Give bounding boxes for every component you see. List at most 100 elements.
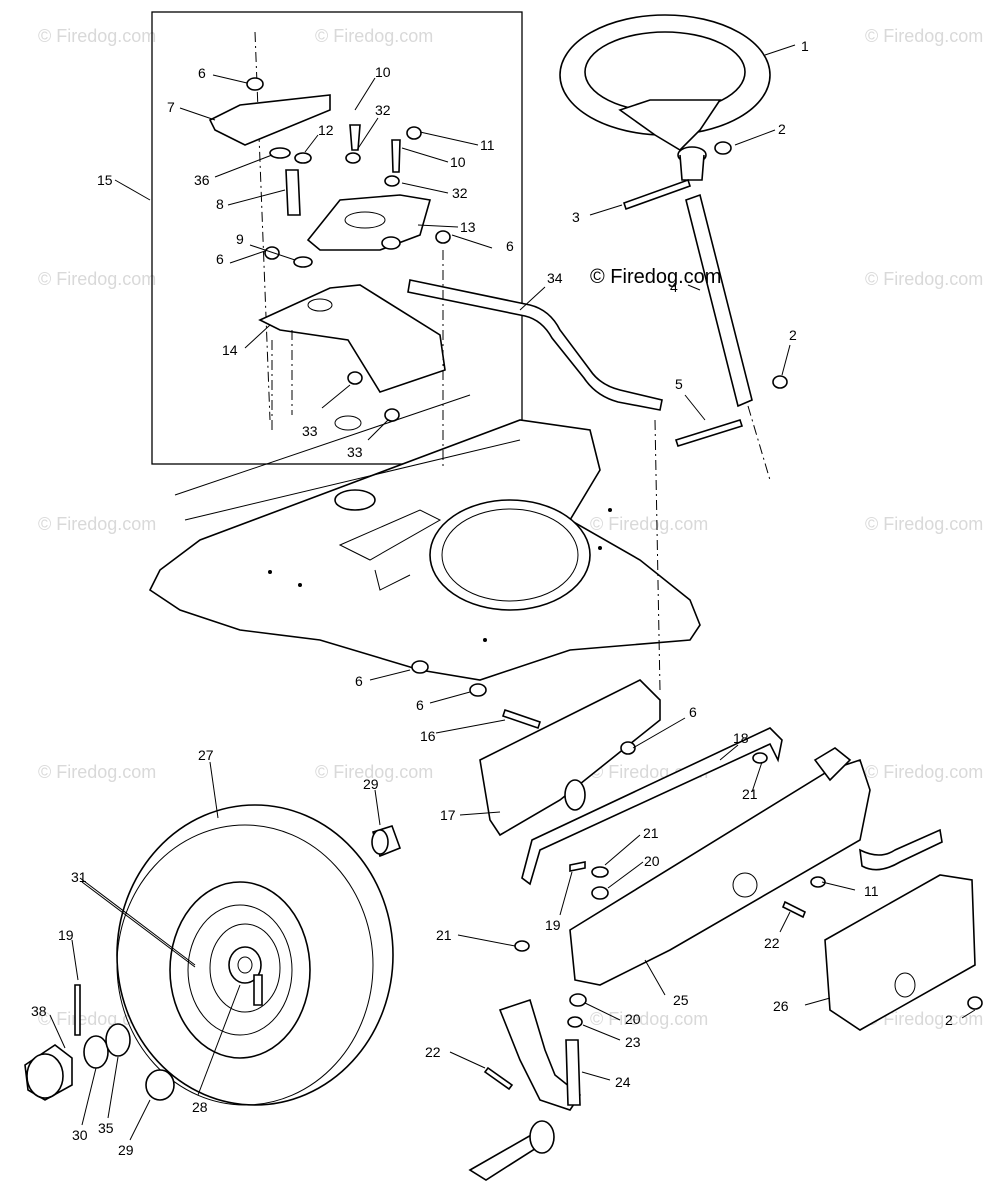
bushing (591, 886, 609, 900)
callout-20: 20 (644, 853, 660, 869)
steering-wheel (559, 14, 771, 181)
callout-38: 38 (31, 1003, 47, 1019)
frame-opening (429, 499, 591, 611)
callout-4: 4 (670, 279, 678, 295)
callout-31: 31 (71, 869, 87, 885)
callout-16: 16 (420, 728, 436, 744)
callout-23: 23 (625, 1034, 641, 1050)
callout-8: 8 (216, 196, 224, 212)
watermark-text: © Firedog.com (590, 514, 708, 534)
bushing (569, 993, 587, 1007)
frame-hole (334, 489, 376, 511)
bushing (269, 147, 291, 159)
nut (435, 230, 451, 244)
callout-6: 6 (355, 673, 363, 689)
callout-36: 36 (194, 172, 210, 188)
callout-22: 22 (425, 1044, 441, 1060)
watermark-text: © Firedog.com (315, 762, 433, 782)
grease-fitting (253, 974, 263, 1006)
bolt (349, 124, 361, 151)
inset-parts (208, 77, 451, 470)
leader-lines (49, 44, 976, 1141)
drag-link-axis-line (654, 419, 661, 691)
callout-2: 2 (789, 327, 797, 343)
washer (752, 752, 768, 764)
callout-5: 5 (675, 376, 683, 392)
watermark-text: © Firedog.com (865, 269, 983, 289)
cotter-pin (569, 861, 586, 872)
callout-14: 14 (222, 342, 238, 358)
wheel-hub (228, 946, 262, 984)
watermark-text: © Firedog.com (590, 1009, 708, 1029)
front-wheel (116, 804, 394, 1106)
washer (293, 256, 313, 268)
sector-axis-line (254, 31, 271, 421)
callout-29: 29 (118, 1142, 134, 1158)
watermark-text: © Firedog.com (38, 762, 156, 782)
wheel-cover (824, 874, 976, 1031)
callout-32: 32 (452, 185, 468, 201)
watermark-text: © Firedog.com (865, 514, 983, 534)
steering-axis-line (747, 405, 771, 481)
callout-11: 11 (480, 137, 495, 153)
cotter-pin (74, 984, 81, 1036)
nut (384, 408, 400, 422)
bushing (145, 1069, 175, 1101)
watermark-text: © Firedog.com (38, 269, 156, 289)
axle-pivot (813, 747, 852, 782)
bolt (622, 178, 692, 211)
cotter-pin (781, 900, 807, 919)
nut (246, 77, 264, 91)
callout-10: 10 (375, 64, 391, 80)
spindle-pin (565, 1039, 581, 1106)
bolt (391, 139, 401, 173)
watermark-text: © Firedog.com (38, 514, 156, 534)
callout-10: 10 (450, 154, 466, 170)
callout-18: 18 (733, 730, 749, 746)
callout-26: 26 (773, 998, 789, 1014)
callout-6: 6 (216, 251, 224, 267)
callout-22: 22 (764, 935, 780, 951)
nut (772, 375, 788, 389)
nut (347, 371, 363, 385)
tie-rod (521, 727, 783, 886)
callout-19: 19 (545, 917, 561, 933)
callout-6: 6 (689, 704, 697, 720)
drag-link (407, 279, 663, 411)
copyright-text: © Firedog.com (590, 266, 721, 288)
washer (345, 152, 361, 164)
callout-21: 21 (742, 786, 758, 802)
callout-20: 20 (625, 1011, 641, 1027)
nut (406, 126, 422, 140)
callout-6: 6 (198, 65, 206, 81)
nut (411, 660, 429, 674)
callout-7: 7 (167, 99, 175, 115)
watermark-text: © Firedog.com (865, 26, 983, 46)
steering-gear-inset-box (151, 11, 523, 465)
steering-sector-gear (306, 194, 432, 251)
watermark-text: © Firedog.com (38, 26, 156, 46)
callout-30: 30 (72, 1127, 88, 1143)
callout-24: 24 (615, 1074, 631, 1090)
nut (469, 683, 487, 697)
callout-1: 1 (801, 38, 809, 54)
washer (294, 152, 312, 164)
pinion-shaft (285, 169, 301, 216)
washer (591, 866, 609, 878)
callout-11: 11 (864, 883, 879, 899)
watermark-text: © Firedog.com (865, 1009, 983, 1029)
nut (810, 876, 826, 888)
callout-33: 33 (347, 444, 363, 460)
callout-34: 34 (547, 270, 563, 286)
callout-29: 29 (363, 776, 379, 792)
bracket (208, 94, 331, 146)
washer (105, 1023, 131, 1057)
chassis-frame (148, 394, 701, 681)
callout-2: 2 (945, 1012, 953, 1028)
callout-28: 28 (192, 1099, 208, 1115)
mounting-plate (258, 284, 446, 393)
callout-27: 27 (198, 747, 214, 763)
callout-6: 6 (506, 238, 514, 254)
callout-9: 9 (236, 231, 244, 247)
